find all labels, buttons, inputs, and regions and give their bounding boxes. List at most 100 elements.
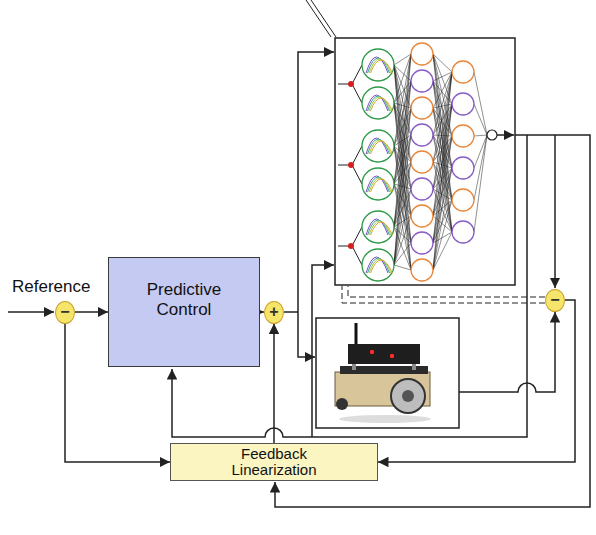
output-neuron	[487, 130, 497, 140]
network-input	[338, 246, 349, 247]
sum-sign: −	[60, 304, 69, 320]
fuzzy-neuron	[362, 87, 394, 119]
membership-curve	[369, 259, 391, 273]
network-link	[474, 72, 487, 135]
network-link	[433, 104, 452, 108]
input-label: Reference	[12, 277, 90, 297]
plant-output-wire	[459, 312, 555, 392]
membership-curve	[371, 179, 393, 192]
hidden-neuron	[452, 221, 474, 243]
network-link	[394, 216, 411, 227]
network-link	[394, 216, 411, 265]
training-wire	[311, 0, 336, 37]
membership-curve	[369, 59, 391, 73]
signal-arrow	[378, 300, 575, 462]
hidden-neuron	[411, 70, 433, 92]
network-input	[352, 146, 362, 165]
network-link	[433, 232, 452, 270]
network-link	[433, 135, 452, 136]
robot-wheel	[391, 379, 425, 413]
hidden-neuron	[411, 97, 433, 119]
network-input	[352, 246, 362, 265]
network-link	[394, 243, 411, 265]
network-link	[394, 54, 411, 184]
membership-curve	[371, 141, 393, 154]
network-output	[497, 134, 514, 136]
network-link	[394, 103, 411, 270]
box-title: Feedback Linearization	[209, 446, 339, 479]
network-link	[433, 136, 452, 270]
signal-arrow	[75, 311, 108, 313]
network-link	[394, 265, 411, 270]
hidden-neuron	[452, 125, 474, 147]
network-link	[394, 184, 411, 270]
box-title: Predictive Control	[124, 280, 244, 321]
fuzzy-neuron	[362, 130, 394, 162]
network-link	[433, 72, 452, 270]
membership-curve	[369, 221, 391, 235]
network-link	[433, 72, 452, 216]
robot-antenna	[355, 323, 358, 344]
control-wire	[284, 311, 298, 313]
robot-hub	[402, 390, 414, 402]
network-link	[394, 81, 411, 146]
signal-wires	[8, 0, 590, 507]
robot-picture	[335, 323, 431, 423]
network-input	[352, 65, 362, 84]
network-link	[474, 135, 487, 136]
feedback-wire	[312, 265, 334, 437]
hidden-neuron	[411, 178, 433, 200]
summing-junction: −	[55, 301, 75, 324]
network-link	[394, 108, 411, 227]
membership-curve	[371, 260, 393, 273]
robot-box	[316, 318, 459, 428]
fuzzy-neuron	[362, 168, 394, 200]
hidden-neuron	[411, 151, 433, 173]
network-link	[433, 72, 452, 81]
network-link	[433, 168, 452, 243]
hidden-neuron	[452, 157, 474, 179]
network-input	[338, 84, 349, 85]
hidden-neuron	[411, 124, 433, 146]
network-link	[394, 54, 411, 65]
hidden-neuron	[452, 189, 474, 211]
membership-curve	[369, 140, 391, 154]
network-link	[433, 200, 452, 270]
input-wire	[8, 311, 54, 313]
robot-led	[390, 354, 394, 358]
network-link	[394, 135, 411, 265]
membership-curve	[371, 222, 393, 235]
network-box	[335, 38, 515, 285]
network-link	[433, 200, 452, 243]
fuzzy-neuron	[362, 211, 394, 243]
hidden-neuron	[411, 232, 433, 254]
network-input	[352, 165, 362, 184]
network-link	[394, 108, 411, 265]
network-link	[474, 135, 487, 232]
network-link	[433, 54, 452, 72]
fuzzy-neuron	[362, 49, 394, 81]
control-wire	[298, 52, 334, 312]
network-input	[338, 165, 349, 166]
robot-shadow	[339, 415, 431, 423]
network-link	[394, 81, 411, 265]
network-link	[474, 135, 487, 200]
hidden-neuron	[452, 61, 474, 83]
network-link	[433, 104, 452, 216]
network-input	[352, 227, 362, 246]
hidden-neuron	[411, 43, 433, 65]
network-link	[433, 104, 452, 270]
membership-curve	[371, 60, 393, 73]
network-link	[474, 135, 487, 168]
robot-caster	[336, 398, 348, 410]
summing-junction: +	[264, 301, 284, 324]
network-link	[394, 54, 411, 265]
process-box: Predictive Control	[108, 257, 260, 367]
sum-sign: −	[550, 292, 559, 308]
neural-network	[338, 43, 497, 281]
hidden-neuron	[411, 205, 433, 227]
input-dot	[348, 81, 354, 87]
network-input	[352, 84, 362, 103]
network-link	[394, 189, 411, 227]
